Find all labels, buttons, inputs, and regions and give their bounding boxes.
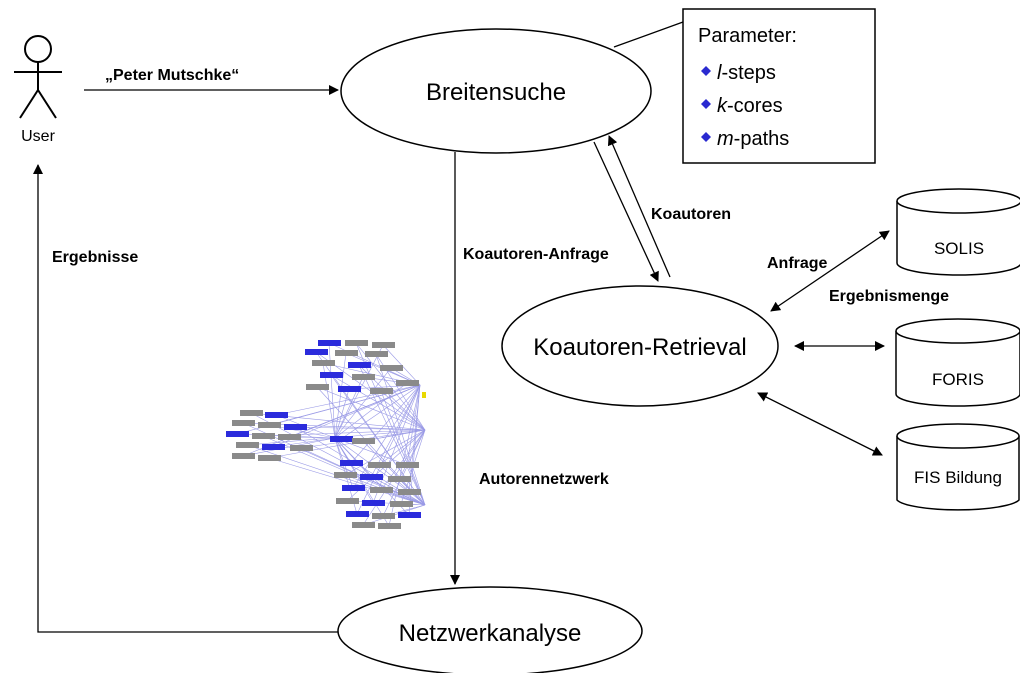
breitensuche-label: Breitensuche (426, 79, 566, 106)
network-node-box (306, 384, 329, 390)
database-fis-bildung-icon: FIS Bildung (896, 423, 1020, 511)
network-node-box (318, 340, 341, 346)
network-node-box (365, 351, 388, 357)
network-node-box (352, 438, 375, 444)
network-node-box (232, 420, 255, 426)
network-node-box (360, 474, 383, 480)
network-node-box (368, 462, 391, 468)
edge-label-user-query: „Peter Mutschke“ (105, 67, 239, 84)
network-node-box (258, 422, 281, 428)
network-node-box (396, 462, 419, 468)
parameter-item-m-paths: m-paths (701, 128, 789, 150)
network-node-box (334, 472, 357, 478)
node-breitensuche: Breitensuche (340, 28, 652, 154)
koautoren-retrieval-label: Koautoren-Retrieval (533, 334, 746, 361)
network-node-box (346, 511, 369, 517)
arrow-netzwerkanalyse-to-user (33, 164, 338, 633)
network-node-box (336, 498, 359, 504)
bullet-icon (701, 99, 711, 109)
edge-label-anfrage: Anfrage (767, 255, 828, 272)
svg-text:m-paths: m-paths (717, 128, 789, 150)
node-koautoren-retrieval: Koautoren-Retrieval (501, 285, 779, 407)
network-node-box (265, 412, 288, 418)
network-node-box (362, 500, 385, 506)
database-fis-bildung-label: FIS Bildung (914, 468, 1002, 487)
arrow-koautoren (607, 135, 671, 278)
user-actor-icon (14, 35, 62, 119)
network-node-box (372, 513, 395, 519)
network-node-box (380, 365, 403, 371)
network-node-box (258, 455, 281, 461)
network-node-box (345, 340, 368, 346)
network-node-box (390, 501, 413, 507)
network-node-box (232, 453, 255, 459)
arrow-retrieval-solis (770, 230, 890, 312)
network-node-box (340, 460, 363, 466)
netzwerkanalyse-label: Netzwerkanalyse (399, 620, 582, 647)
network-node-box (388, 476, 411, 482)
edge-label-ergebnismenge: Ergebnismenge (829, 288, 949, 305)
user-label: User (21, 128, 55, 145)
network-node-box (338, 386, 361, 392)
arrow-retrieval-fis-bildung (757, 392, 883, 456)
network-node-box (290, 445, 313, 451)
edge-label-ergebnisse: Ergebnisse (52, 249, 138, 266)
network-node-box (335, 350, 358, 356)
database-solis-icon: SOLIS (896, 188, 1020, 276)
network-highlight-node (422, 392, 426, 398)
database-foris-icon: FORIS (895, 318, 1020, 407)
network-node-box (372, 342, 395, 348)
bullet-icon (701, 66, 711, 76)
network-node-box (398, 489, 421, 495)
network-node-box (284, 424, 307, 430)
parameter-item-k-cores: k-cores (701, 95, 783, 117)
network-node-box (352, 522, 375, 528)
network-node-box (370, 487, 393, 493)
edge-label-koautoren: Koautoren (651, 206, 731, 223)
network-node-box (398, 512, 421, 518)
network-graph-thumbnail (226, 340, 426, 529)
bullet-icon (701, 132, 711, 142)
database-solis-label: SOLIS (934, 239, 984, 258)
parameter-connector (613, 21, 684, 48)
network-node-box (342, 485, 365, 491)
parameter-title: Parameter: (698, 25, 797, 47)
arrow-koautoren-anfrage (593, 141, 659, 282)
network-node-box (312, 360, 335, 366)
node-netzwerkanalyse: Netzwerkanalyse (337, 586, 643, 673)
parameter-box: Parameter: l-steps k-cores m-paths (682, 8, 876, 164)
network-node-box (320, 372, 343, 378)
svg-text:k-cores: k-cores (717, 95, 783, 117)
network-node-box (278, 434, 301, 440)
network-node-box (305, 349, 328, 355)
network-node-box (378, 523, 401, 529)
network-node-box (396, 380, 419, 386)
network-node-box (236, 442, 259, 448)
database-foris-label: FORIS (932, 370, 984, 389)
network-node-box (262, 444, 285, 450)
network-node-box (370, 388, 393, 394)
network-node-box (348, 362, 371, 368)
network-node-box (226, 431, 249, 437)
edge-label-koautoren-anfrage: Koautoren-Anfrage (463, 246, 609, 263)
edge-label-autorennetzwerk: Autorennetzwerk (479, 471, 609, 488)
network-node-box (240, 410, 263, 416)
network-node-box (352, 374, 375, 380)
network-node-box (330, 436, 353, 442)
svg-text:l-steps: l-steps (717, 62, 776, 84)
parameter-item-l-steps: l-steps (701, 62, 776, 84)
network-node-box (252, 433, 275, 439)
